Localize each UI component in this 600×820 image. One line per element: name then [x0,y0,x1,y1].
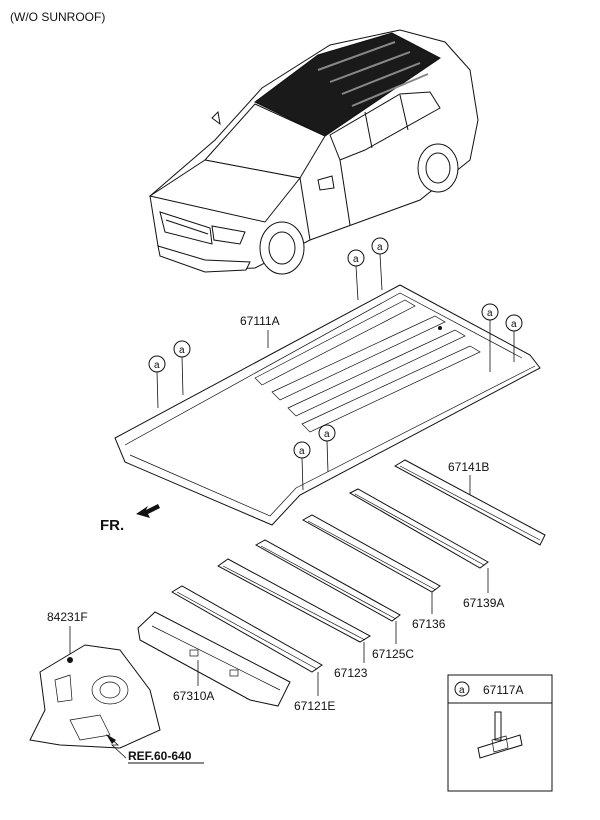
pillar-bracket-assembly [29,644,161,749]
callout-a-2: a [371,237,389,291]
svg-text:a: a [511,319,517,330]
callout-a-6: a [173,340,191,396]
rail-67310A [137,611,291,707]
roof-clip [477,734,523,759]
svg-text:a: a [179,345,185,356]
callout-a-1: a [347,249,365,301]
reference-indicator: REF.60-640 [106,734,204,764]
label-84231F: 84231F [47,610,88,624]
svg-text:a: a [459,685,465,696]
rail-67121E [171,585,323,673]
label-67125C: 67125C [372,647,414,661]
rail-67139A [348,488,489,569]
label-67310A: 67310A [173,689,214,703]
rail-67123 [217,558,372,643]
svg-text:a: a [299,446,305,457]
legend-callout [454,681,470,697]
label-67141B: 67141B [448,460,489,474]
label-67139A: 67139A [463,596,504,610]
arrow-icon [136,504,160,518]
svg-text:a: a [324,429,330,440]
rail-67141B [393,459,546,546]
arrow-icon [106,734,116,744]
roof-panel [114,284,541,526]
label-67121E: 67121E [294,699,335,713]
label-67136: 67136 [412,617,446,631]
rail-67125C [254,539,401,622]
legend-part-number: 67117A [483,683,523,697]
callout-a-8: a [318,424,336,473]
callout-a-3: a [481,303,499,372]
svg-text:a: a [154,360,160,371]
label-67111A: 67111A [240,314,280,328]
svg-text:REF.60-640: REF.60-640 [128,749,192,763]
diagram-title: (W/O SUNROOF) [10,10,105,24]
callout-a-7: a [293,441,311,491]
label-67123: 67123 [334,666,368,680]
svg-text:a: a [487,308,493,319]
rail-67136 [301,514,441,593]
front-direction-indicator: FR. [100,504,160,534]
legend-box: a 67117A [447,674,553,792]
vehicle-illustration [148,29,479,275]
svg-text:FR.: FR. [100,517,124,534]
svg-text:a: a [353,254,359,265]
svg-text:a: a [377,242,383,253]
callout-a-4: a [505,314,523,362]
callout-a-5: a [148,355,166,409]
